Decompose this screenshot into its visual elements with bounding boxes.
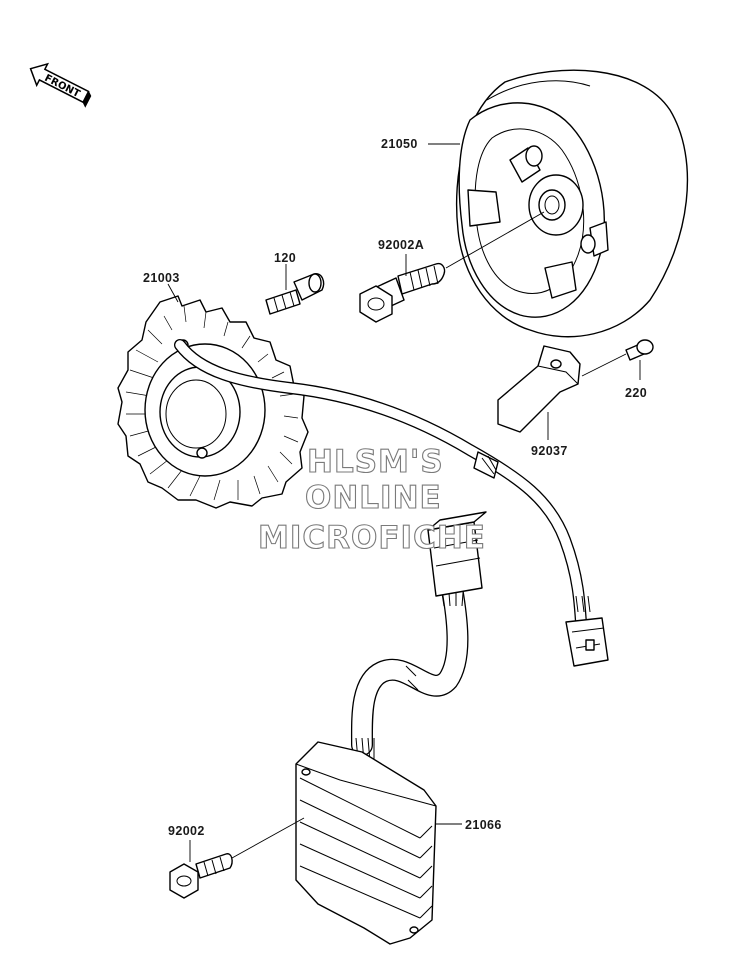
stator-wire-harness <box>174 339 609 667</box>
socket-bolt-120 <box>265 273 325 315</box>
regulator-21066 <box>295 741 437 945</box>
screw-220 <box>625 339 654 361</box>
flange-bolt-92002 <box>169 853 233 899</box>
part-label-21050: 21050 <box>381 137 418 151</box>
stator-21003 <box>117 295 309 509</box>
leader-21003 <box>167 283 179 303</box>
leader-92002a-axis <box>445 211 545 269</box>
watermark: HLSM'S ONLINE MICROFICHE <box>257 443 486 556</box>
leader-lines <box>167 143 641 862</box>
part-label-92002a: 92002A <box>378 238 424 252</box>
leader-92002-axis <box>231 817 305 859</box>
leader-220-axis <box>581 353 627 377</box>
front-arrow-icon: FRONT <box>29 62 92 108</box>
part-label-120: 120 <box>274 251 296 265</box>
regulator-wire-harness <box>350 511 487 763</box>
watermark-line-2: ONLINE <box>305 480 442 516</box>
front-label: FRONT <box>43 73 82 100</box>
part-label-92037: 92037 <box>531 444 568 458</box>
flange-bolt-92002a <box>359 262 446 323</box>
watermark-line-3: MICROFICHE <box>258 520 486 556</box>
part-label-92002: 92002 <box>168 824 205 838</box>
watermark-line-1: HLSM'S <box>307 444 444 480</box>
bracket-92037 <box>497 345 581 433</box>
part-label-21066: 21066 <box>465 818 502 832</box>
rotor-21050 <box>455 69 689 338</box>
part-label-21003: 21003 <box>143 271 180 285</box>
part-label-220: 220 <box>625 386 647 400</box>
